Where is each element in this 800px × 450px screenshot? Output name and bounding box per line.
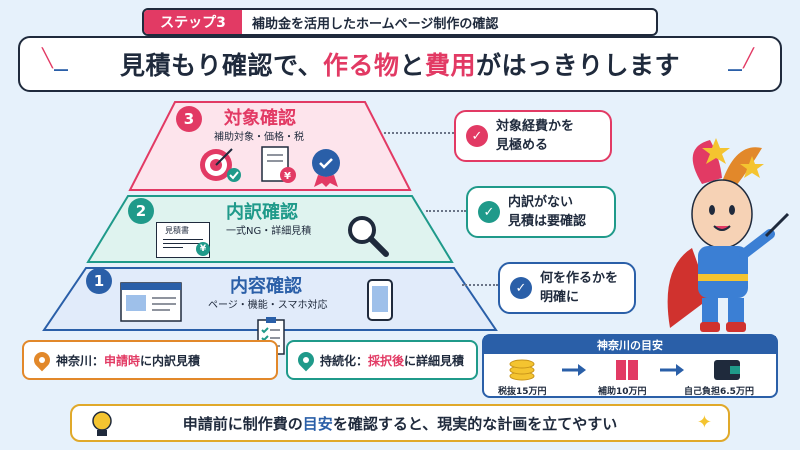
check-icon: ✓ <box>510 277 532 299</box>
tier-3-subtitle: 補助対象・価格・税 <box>214 132 304 143</box>
tier-1-subtitle: ページ・機能・スマホ対応 <box>208 300 328 311</box>
tier-3-title: 対象確認 <box>224 108 296 129</box>
smartphone-icon <box>367 279 393 321</box>
lightbulb-icon <box>92 411 112 436</box>
tier-3-number: 3 <box>176 106 202 132</box>
kanagawa-item-3: 自己負担6.5万円 <box>684 387 754 397</box>
callout-2-text: 内訳がない 見積は要確認 <box>508 195 587 229</box>
sparkle-right-icon: ╱ <box>743 48 754 69</box>
svg-text:¥: ¥ <box>284 171 291 182</box>
kanagawa-guide: 神奈川の目安 税抜15万円 補助10万円 自己負担6.5万円 <box>482 334 778 398</box>
target-icon <box>200 148 241 182</box>
kanagawa-item-2: 補助10万円 <box>598 387 647 397</box>
headline-part3: と <box>399 51 425 80</box>
coins-icon <box>509 359 535 381</box>
step-title: 補助金を活用したホームページ制作の確認 <box>252 16 499 32</box>
yen-coin-icon: ¥ <box>196 242 210 256</box>
headline-part1: 見積もり確認で、 <box>119 51 323 80</box>
location-pin-icon <box>30 348 54 372</box>
tier-2-number: 2 <box>128 198 154 224</box>
document-yen-icon: ¥ <box>261 146 296 183</box>
wallet-icon <box>714 360 740 380</box>
bottom-tip-text: 申請前に制作費の目安を確認すると、現実的な計画を立てやすい <box>182 414 618 433</box>
info-jizoku: 持続化：採択後に詳細見積 <box>286 340 478 380</box>
info-jizoku-text: 持続化：採択後に詳細見積 <box>320 353 465 368</box>
info-kanagawa-text: 神奈川：申請時に内訳見積 <box>56 353 201 368</box>
callout-2: ✓ 内訳がない 見積は要確認 <box>466 186 616 238</box>
headline: 見積もり確認で、作る物と費用がはっきりします <box>120 46 680 82</box>
certificate-badge-icon <box>312 149 340 187</box>
step-header: ステップ3 補助金を活用したホームページ制作の確認 <box>142 8 658 36</box>
headline-part4: 費用 <box>425 51 477 80</box>
callout-1-text: 何を作るかを 明確に <box>540 271 619 305</box>
estimate-doc-label: 見積書 <box>165 226 189 235</box>
headline-part5: がはっきりします <box>476 51 681 80</box>
sparkle-icon: ✦ <box>696 412 712 433</box>
headline-box: ╲ ― 見積もり確認で、作る物と費用がはっきりします ╱ ― <box>18 36 782 92</box>
kanagawa-guide-title: 神奈川の目安 <box>484 336 776 354</box>
browser-window-icon <box>120 282 182 322</box>
callout-3-text: 対象経費かを 見極める <box>496 119 575 153</box>
magnifier-icon <box>348 216 389 257</box>
connector-2 <box>426 210 466 212</box>
bottom-tip: 申請前に制作費の目安を確認すると、現実的な計画を立てやすい ✦ <box>70 404 730 442</box>
tier-1-title: 内容確認 <box>230 276 302 297</box>
connector-3 <box>384 132 454 134</box>
gift-yen-icon <box>616 360 638 380</box>
check-icon: ✓ <box>478 201 500 223</box>
tier-2-subtitle: 一式NG・詳細見積 <box>226 226 312 237</box>
sparkle-left2-icon: ― <box>54 62 68 78</box>
info-kanagawa: 神奈川：申請時に内訳見積 <box>22 340 278 380</box>
tier-1-number: 1 <box>86 268 112 294</box>
sparkle-left-icon: ╲ <box>42 48 53 69</box>
tier-2-title: 内訳確認 <box>226 202 298 223</box>
callout-3: ✓ 対象経費かを 見極める <box>454 110 612 162</box>
arrow-right-icon <box>660 364 684 376</box>
step-badge: ステップ3 <box>144 10 242 34</box>
mascot-character <box>667 138 790 332</box>
headline-part2: 作る物 <box>322 51 400 80</box>
arrow-right-icon <box>562 364 586 376</box>
connector-1 <box>462 284 498 286</box>
kanagawa-item-1: 税抜15万円 <box>498 387 547 397</box>
check-icon: ✓ <box>466 125 488 147</box>
sparkle-right2-icon: ― <box>728 62 742 78</box>
location-pin-icon <box>294 348 318 372</box>
estimate-document-icon: 見積書 <box>156 222 210 258</box>
callout-1: ✓ 何を作るかを 明確に <box>498 262 636 314</box>
